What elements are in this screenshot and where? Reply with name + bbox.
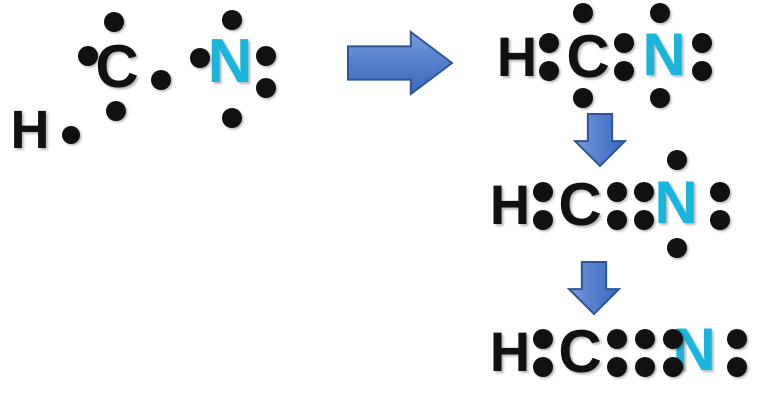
hcn-double-bond-structure-bond-hc-upper [533, 182, 553, 202]
nitrogen-atom: N [642, 21, 686, 88]
hcn-triple-bond-structure-bond-hc-lower [533, 357, 553, 377]
hcn-double-bond-structure-bond-cn-outer-upper [634, 182, 654, 202]
carbon-atom: C [558, 318, 602, 385]
nitrogen-atom-dot-right-lower [256, 78, 276, 98]
hcn-double-bond-structure-bond-hc-lower [533, 210, 553, 230]
hcn-single-bond-structure-lone-n-right-lower [692, 61, 712, 81]
hcn-double-bond-structure-bond-cn-outer-lower [634, 210, 654, 230]
hydrogen-atom-dot-right [62, 126, 80, 144]
down-arrow-step-1-to-2 [573, 112, 627, 168]
nitrogen-atom-dot-right-upper [256, 46, 276, 66]
hcn-triple-bond-structure-bond-hc-upper [533, 329, 553, 349]
hcn-triple-bond-structure-bond-cn-3-lower [663, 357, 683, 377]
nitrogen-atom-dot-top [222, 10, 242, 30]
carbon-atom: C [95, 33, 139, 100]
hcn-triple-bond-structure-bond-cn-1-lower [607, 357, 627, 377]
carbon-atom-dot-top [104, 12, 124, 32]
hcn-triple-bond-structure-bond-cn-2-lower [635, 357, 655, 377]
hydrogen-atom: H [496, 25, 538, 88]
hcn-single-bond-structure-bond-cn-lower [614, 61, 634, 81]
hcn-triple-bond-structure-lone-n-right-lower [727, 357, 747, 377]
nitrogen-atom-dot-bottom [222, 108, 242, 128]
hcn-double-bond-structure-lone-n-right-upper [710, 182, 730, 202]
hcn-triple-bond-structure-bond-cn-2-upper [635, 329, 655, 349]
hcn-single-bond-structure-bond-cn-upper [614, 33, 634, 53]
hcn-single-bond-structure-lone-c-bottom [573, 88, 593, 108]
hcn-triple-bond-structure-lone-n-right-upper [727, 329, 747, 349]
hcn-single-bond-structure-bond-hc-upper [539, 33, 559, 53]
hcn-single-bond-structure-lone-n-right-upper [692, 33, 712, 53]
nitrogen-atom: N [654, 169, 698, 236]
hcn-triple-bond-structure-bond-cn-3-upper [663, 329, 683, 349]
hcn-double-bond-structure-bond-cn-inner-lower [607, 210, 627, 230]
hydrogen-atom: H [10, 100, 50, 160]
hcn-double-bond-structure-lone-n-right-lower [710, 210, 730, 230]
carbon-atom-dot-left [78, 46, 98, 66]
hcn-double-bond-structure-lone-n-top [667, 150, 687, 170]
nitrogen-atom: N [207, 27, 253, 96]
hcn-double-bond-structure-lone-n-bottom [667, 238, 687, 258]
hcn-single-bond-structure-lone-n-top [650, 3, 670, 23]
carbon-atom-dot-bottom [106, 101, 126, 121]
carbon-atom: C [558, 171, 602, 238]
right-arrow [346, 29, 454, 97]
carbon-atom: C [566, 23, 610, 90]
hydrogen-atom: H [489, 320, 531, 383]
hydrogen-atom: H [489, 173, 531, 236]
hcn-double-bond-structure-bond-cn-inner-upper [607, 182, 627, 202]
hcn-single-bond-structure-bond-hc-lower [539, 61, 559, 81]
hcn-single-bond-structure-lone-n-bottom [650, 88, 670, 108]
carbon-atom-dot-right [151, 70, 171, 90]
down-arrow-step-2-to-3 [567, 260, 621, 316]
hcn-single-bond-structure-lone-c-top [573, 3, 593, 23]
nitrogen-atom-dot-left [190, 48, 210, 68]
hcn-triple-bond-structure-bond-cn-1-upper [607, 329, 627, 349]
